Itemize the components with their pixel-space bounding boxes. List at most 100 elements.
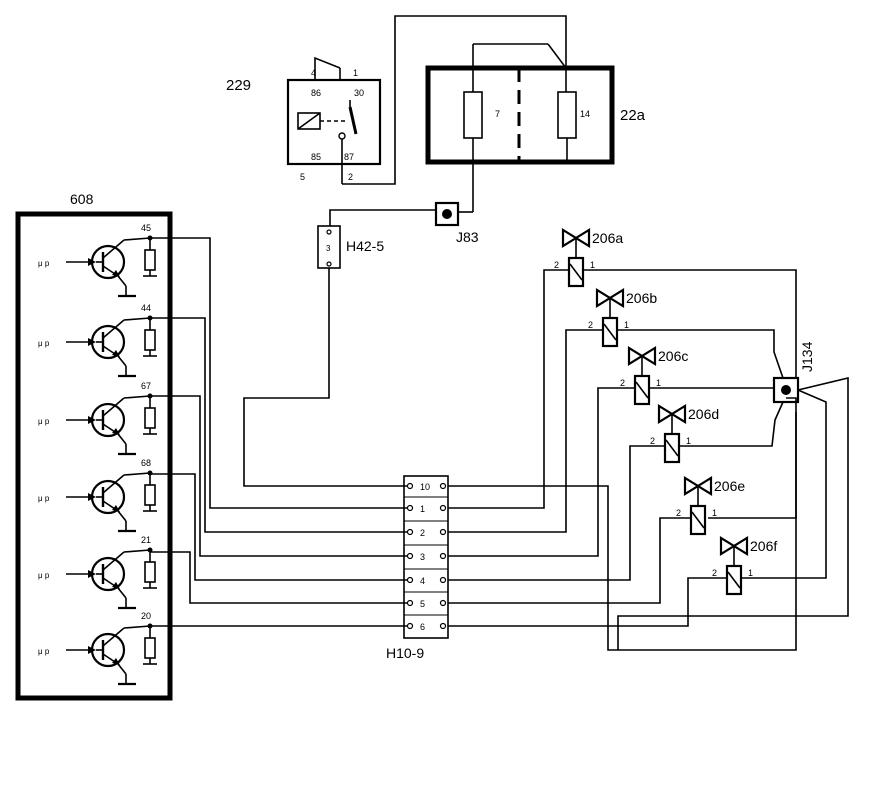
ecu-608: 608 — [15, 191, 173, 701]
relay-pin-4: 4 — [311, 68, 316, 78]
valve-icon — [657, 404, 675, 424]
junction-j134-label: J134 — [799, 341, 815, 372]
resistor-icon — [144, 484, 156, 506]
transistor-stage-21: μ p 21 — [38, 535, 157, 610]
transistor-stage-44: μ p44 — [38, 303, 157, 378]
valve-icon — [561, 228, 579, 248]
fuse-14 — [557, 91, 577, 139]
ecu-output-wires — [150, 237, 408, 627]
transistor-stages: μ p 45 μ p44 μ p 67 μ p 68 μ p 21 μ p 20 — [38, 223, 157, 686]
transistor-icon — [90, 244, 126, 280]
relay-switch-contact — [348, 106, 358, 135]
h10-pin-1: 1 — [404, 496, 448, 514]
valve-pin-2: 2 — [676, 508, 681, 518]
connector-h10-9: H10-9 — [386, 475, 449, 661]
transistor-stage-45: μ p 45 — [38, 223, 157, 298]
valve-label: 206d — [688, 406, 719, 422]
valve-icon — [595, 288, 613, 308]
valve-pin-2: 2 — [712, 568, 717, 578]
valve-icon — [627, 346, 645, 366]
valve-206d: 206d 2 1 — [650, 404, 719, 464]
valve-pin-1: 1 — [590, 260, 595, 270]
resistor-icon — [144, 329, 156, 351]
relay-pin-86: 86 — [311, 88, 321, 98]
h10-pin-label: 10 — [420, 482, 430, 492]
h10-pin-label: 5 — [420, 599, 425, 609]
valve-206b: 206b 2 1 — [588, 288, 657, 348]
h10-pin-2: 2 — [404, 520, 448, 538]
valve-pin-2: 2 — [650, 436, 655, 446]
h10-pin-label: 1 — [420, 504, 425, 514]
relay-label: 229 — [226, 77, 251, 94]
fuse-7 — [463, 91, 483, 139]
valve-pin-2: 2 — [620, 378, 625, 388]
valve-206a: 206a 2 1 — [554, 228, 623, 288]
valve-wires — [448, 269, 849, 651]
junction-j83: J83 — [329, 201, 479, 245]
h10-pin-label: 4 — [420, 576, 425, 586]
ecu-terminal-44: 44 — [141, 303, 151, 313]
h10-pin-10: 10 — [406, 482, 447, 492]
ecu-terminal-67: 67 — [141, 381, 151, 391]
solenoid-coil-icon — [601, 316, 619, 348]
resistor-icon — [144, 407, 156, 429]
h10-pin-6: 6 — [404, 614, 448, 632]
transistor-icon — [90, 479, 126, 515]
ecu-terminal-20: 20 — [141, 611, 151, 621]
valve-pin-1: 1 — [686, 436, 691, 446]
valve-pin-1: 1 — [624, 320, 629, 330]
ecu-terminal-68: 68 — [141, 458, 151, 468]
ecu-input-label: μ p — [38, 647, 50, 656]
connector-h42-pin: 3 — [326, 244, 331, 253]
ecu-label: 608 — [70, 191, 94, 207]
ecu-input-label: μ p — [38, 417, 50, 426]
h10-pin-5: 5 — [404, 591, 448, 609]
valve-pin-1: 1 — [712, 508, 717, 518]
solenoid-coil-icon — [633, 374, 651, 406]
valve-label: 206c — [658, 348, 688, 364]
ecu-terminal-21: 21 — [141, 535, 151, 545]
transistor-icon — [90, 402, 126, 438]
ecu-input-label: μ p — [38, 571, 50, 580]
relay-pin-30: 30 — [354, 88, 364, 98]
valve-206f: 206f 2 1 — [712, 536, 777, 596]
connector-h10-pins: 10 1 2 3 4 5 6 — [404, 482, 448, 632]
valve-pin-2: 2 — [588, 320, 593, 330]
h10-pin-label: 3 — [420, 552, 425, 562]
transistor-icon — [90, 324, 126, 360]
connector-h10-label: H10-9 — [386, 645, 424, 661]
relay-pin-85: 85 — [311, 152, 321, 162]
fuse-14-label: 14 — [580, 109, 590, 119]
valve-pin-1: 1 — [748, 568, 753, 578]
fusebox-label: 22a — [620, 107, 646, 124]
relay-pin-2: 2 — [348, 172, 353, 182]
resistor-icon — [144, 561, 156, 583]
relay-pin-87: 87 — [344, 152, 354, 162]
h10-pin-3: 3 — [404, 544, 448, 562]
resistor-icon — [144, 249, 156, 271]
ecu-input-label: μ p — [38, 259, 50, 268]
solenoid-coil-icon — [725, 564, 743, 596]
valve-label: 206a — [592, 230, 623, 246]
h10-pin-4: 4 — [404, 568, 448, 586]
transistor-stage-67: μ p 67 — [38, 381, 157, 456]
h10-pin-label: 2 — [420, 528, 425, 538]
ecu-terminal-45: 45 — [141, 223, 151, 233]
relay-229: 229 4 1 86 30 85 87 5 2 — [226, 15, 567, 185]
valve-label: 206b — [626, 290, 657, 306]
ecu-input-label: μ p — [38, 494, 50, 503]
connector-h42-5: 3 H42-5 — [243, 225, 408, 487]
transistor-icon — [90, 556, 126, 592]
solenoid-coil-icon — [567, 256, 585, 288]
solenoid-coil-icon — [663, 432, 681, 464]
transistor-icon — [90, 632, 126, 668]
connector-h42-label: H42-5 — [346, 238, 384, 254]
valve-pin-2: 2 — [554, 260, 559, 270]
valve-icon — [719, 536, 737, 556]
h10-pin-label: 6 — [420, 622, 425, 632]
valve-label: 206f — [750, 538, 777, 554]
